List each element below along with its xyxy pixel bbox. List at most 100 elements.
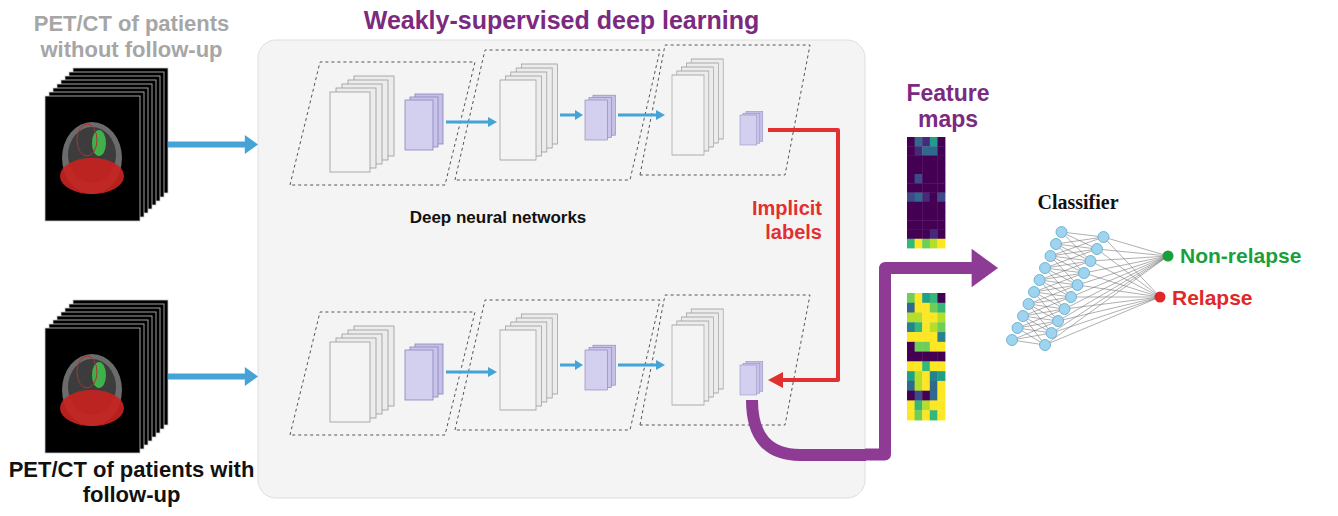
heat-cell xyxy=(922,137,930,147)
weight-line xyxy=(1091,261,1161,297)
neuron xyxy=(1079,268,1090,279)
neuron xyxy=(1012,323,1023,334)
heat-cell xyxy=(915,293,923,303)
heat-cell xyxy=(922,146,930,156)
weight-line xyxy=(1018,309,1065,328)
heat-cell xyxy=(937,371,945,381)
heat-cell xyxy=(915,400,923,410)
weight-line xyxy=(1104,237,1161,297)
heat-cell xyxy=(922,410,930,420)
network-panel: Weakly-supervised deep learningDeep neur… xyxy=(258,40,865,498)
weight-line xyxy=(1065,297,1161,309)
heat-cell xyxy=(930,211,938,221)
heat-cell xyxy=(930,239,938,249)
heat-cell xyxy=(907,322,915,332)
heat-cell xyxy=(915,391,923,401)
weight-line xyxy=(1062,232,1098,249)
weight-line xyxy=(1062,232,1104,237)
arrow-head xyxy=(245,367,258,386)
heat-cell xyxy=(907,230,915,240)
heat-cell xyxy=(930,332,938,342)
feature-map xyxy=(907,137,945,248)
heat-cell xyxy=(937,293,945,303)
output-neuron xyxy=(1163,251,1174,262)
heat-cell xyxy=(937,410,945,420)
heat-cell xyxy=(915,332,923,342)
heat-cell xyxy=(915,174,923,184)
weight-line xyxy=(1104,237,1169,256)
implicit-label-arrow xyxy=(768,130,838,388)
heat-cell xyxy=(922,174,930,184)
heat-cell xyxy=(907,193,915,203)
panel-ground xyxy=(258,40,865,498)
weight-line xyxy=(1097,249,1168,256)
heat-cell xyxy=(922,293,930,303)
heat-cell xyxy=(937,146,945,156)
heat-cell xyxy=(937,322,945,332)
neuron xyxy=(1066,292,1077,303)
heat-cell xyxy=(922,361,930,371)
weight-line xyxy=(1071,297,1160,298)
heat-cell xyxy=(907,342,915,352)
neuron xyxy=(1034,275,1045,286)
heat-cell xyxy=(930,352,938,362)
heat-cell xyxy=(922,332,930,342)
weight-line xyxy=(1045,249,1097,268)
flow-arrow xyxy=(168,142,247,148)
heat-cell xyxy=(915,303,923,313)
stack-heading: PET/CT of patients with follow-up xyxy=(5,457,258,508)
heat-cell xyxy=(937,313,945,323)
heat-cell xyxy=(937,137,945,147)
heat-cell xyxy=(922,211,930,221)
output-neuron xyxy=(1155,292,1166,303)
weight-line xyxy=(1012,321,1058,340)
feature-arrow-stub xyxy=(752,400,866,455)
class-label: Relapse xyxy=(1172,285,1253,310)
heat-cell xyxy=(907,400,915,410)
heat-cell xyxy=(907,410,915,420)
heat-cell xyxy=(930,293,938,303)
heat-cell xyxy=(930,303,938,313)
arrow-head xyxy=(245,135,258,154)
heat-cell xyxy=(930,313,938,323)
heat-cell xyxy=(915,183,923,193)
heat-cell xyxy=(907,211,915,221)
classifier-network: Classifier xyxy=(998,188,1158,353)
neuron xyxy=(1053,316,1064,327)
neuron xyxy=(1085,256,1096,267)
heat-cell xyxy=(915,193,923,203)
weight-line xyxy=(1029,285,1078,304)
heat-cell xyxy=(930,183,938,193)
heat-cell xyxy=(937,202,945,212)
class-label: Non-relapse xyxy=(1180,243,1301,268)
heat-cell xyxy=(922,381,930,391)
neuron xyxy=(1051,239,1062,250)
heat-cell xyxy=(915,371,923,381)
weight-line xyxy=(1097,249,1160,297)
heat-cell xyxy=(930,202,938,212)
neuron xyxy=(1092,244,1103,255)
heat-cell xyxy=(922,165,930,175)
heat-cell xyxy=(907,381,915,391)
weight-line xyxy=(1058,256,1168,321)
feature-maps-label: Feature maps xyxy=(893,80,1003,133)
heat-cell xyxy=(915,202,923,212)
heat-cell xyxy=(915,211,923,221)
heat-cell xyxy=(922,313,930,323)
heat-cell xyxy=(915,342,923,352)
heat-cell xyxy=(937,391,945,401)
heat-cell xyxy=(937,183,945,193)
heat-cell xyxy=(922,230,930,240)
heat-cell xyxy=(907,332,915,342)
heat-cell xyxy=(922,352,930,362)
heat-cell xyxy=(922,303,930,313)
heat-cell xyxy=(922,371,930,381)
neuron xyxy=(1098,232,1109,243)
weight-line xyxy=(1040,261,1091,280)
heat-cell xyxy=(930,342,938,352)
heat-cell xyxy=(930,165,938,175)
heat-cell xyxy=(907,371,915,381)
heat-cell xyxy=(930,391,938,401)
neuron xyxy=(1007,335,1018,346)
heat-cell xyxy=(907,146,915,156)
